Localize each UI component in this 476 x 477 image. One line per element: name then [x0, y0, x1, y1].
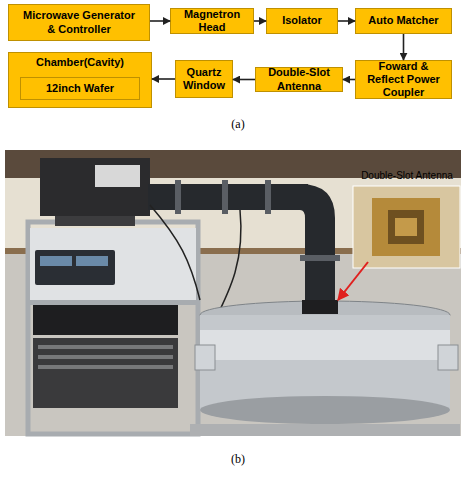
controller-unit	[35, 250, 115, 285]
process-box: Auto Matcher	[355, 8, 452, 34]
box-label: Quartz Window	[179, 66, 229, 92]
antenna-mount	[302, 300, 338, 314]
chamber-highlight	[200, 330, 450, 360]
box-label: Magnetron Head	[174, 8, 250, 34]
panel-label: (b)	[218, 452, 258, 467]
cable	[215, 210, 241, 320]
rack-panel	[30, 228, 196, 300]
waveguide-flange	[175, 180, 181, 214]
flow-arrow	[403, 34, 405, 60]
process-box: 12inch Wafer	[20, 77, 140, 100]
flow-arrow	[338, 20, 355, 22]
controller-display	[40, 256, 72, 266]
rack-shelf	[28, 300, 198, 305]
flow-arrow	[254, 20, 266, 22]
flow-arrow	[150, 20, 170, 22]
flow-arrow	[343, 79, 355, 81]
box-label: Double-Slot Antenna	[259, 66, 339, 92]
inset-photo	[353, 186, 460, 268]
inset-caption: Double-Slot Antenna	[352, 170, 462, 181]
power-meter	[33, 305, 178, 335]
cable	[150, 205, 200, 300]
process-box: Quartz Window	[175, 60, 233, 98]
process-box: Microwave Generator & Controller	[8, 4, 150, 41]
process-box: Isolator	[266, 8, 338, 34]
generator-vent	[38, 355, 173, 359]
box-label: 12inch Wafer	[46, 82, 114, 95]
antenna-opening	[388, 210, 424, 244]
rack-frame	[28, 222, 198, 434]
box-label: Chamber(Cavity)	[36, 56, 124, 69]
chamber-bottom	[200, 396, 450, 424]
flow-arrow	[152, 78, 175, 80]
process-box: Double-Slot Antenna	[255, 67, 343, 92]
chamber-port	[438, 345, 458, 370]
waveguide-flange	[300, 255, 340, 261]
container-box: Chamber(Cavity) 12inch Wafer	[8, 52, 152, 108]
chamber-body	[200, 315, 450, 410]
box-label: Isolator	[282, 14, 322, 27]
antenna-flange	[372, 198, 440, 256]
panel-label: (a)	[218, 117, 258, 132]
antenna-slot-plate	[395, 218, 417, 236]
generator-vent	[38, 365, 173, 369]
waveguide-bend	[300, 184, 335, 300]
microwave-generator	[33, 338, 178, 408]
generator-vent	[38, 345, 173, 349]
box-label: Auto Matcher	[368, 14, 438, 27]
controller-display	[76, 256, 108, 266]
process-box: Magnetron Head	[170, 8, 254, 34]
waveguide-flange	[265, 180, 271, 214]
photo-background	[5, 150, 461, 436]
magnetron-label-plate	[95, 165, 140, 187]
magnetron-head	[40, 158, 150, 216]
process-box: Foward & Reflect Power Coupler	[355, 60, 452, 99]
box-label: Foward & Reflect Power Coupler	[359, 60, 448, 100]
flow-arrow	[233, 79, 255, 81]
chamber-port	[195, 345, 215, 370]
waveguide-flange	[222, 180, 228, 214]
box-label: Microwave Generator & Controller	[18, 9, 140, 35]
magnetron-base	[55, 216, 135, 226]
table-top	[190, 424, 460, 436]
pointer-arrow	[338, 262, 368, 300]
